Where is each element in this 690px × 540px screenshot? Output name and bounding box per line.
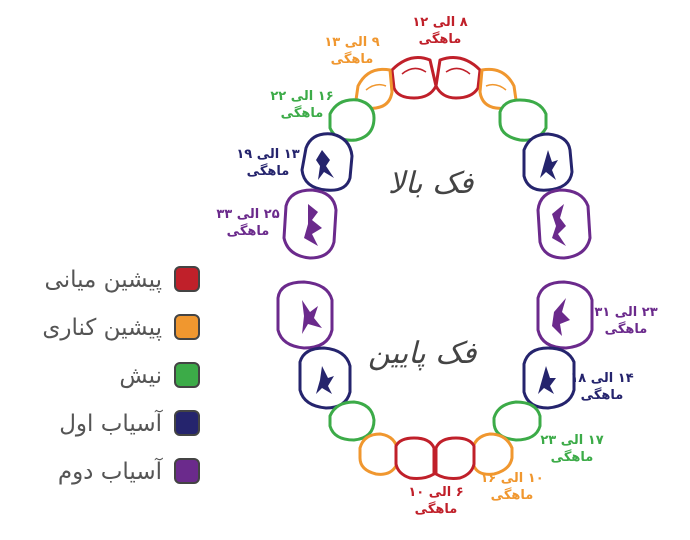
upper-jaw-label: فک بالا: [388, 166, 474, 201]
legend-item-first-molar: آسیاب اول: [20, 410, 200, 446]
age-unit: ماهگی: [580, 388, 624, 403]
lower-lateral-incisor-left: [358, 432, 400, 476]
age-range: ۲۳ الی ۳۱: [594, 305, 658, 320]
legend-label: نیش: [119, 363, 162, 389]
legend-label: پیشین کناری: [42, 315, 162, 341]
legend-swatch: [174, 266, 200, 292]
age-label-upper-canine: ۱۶ الی ۲۲ ماهگی: [270, 88, 334, 122]
age-range: ۱۳ الی ۱۹: [236, 147, 300, 162]
age-range: ۱۰ الی ۱۶: [480, 471, 544, 486]
age-unit: ماهگی: [414, 502, 458, 517]
age-range: ۸ الی ۱۲: [412, 15, 468, 30]
age-unit: ماهگی: [550, 450, 594, 465]
age-unit: ماهگی: [490, 488, 534, 503]
age-label-upper-lateral: ۹ الی ۱۳ ماهگی: [320, 34, 384, 68]
legend-item-lateral-incisor: پیشین کناری: [20, 314, 200, 350]
age-label-lower-central: ۶ الی ۱۰ ماهگی: [404, 484, 468, 518]
age-label-lower-lateral: ۱۰ الی ۱۶ ماهگی: [480, 470, 544, 504]
upper-central-incisor-right: [434, 56, 482, 100]
age-unit: ماهگی: [330, 52, 374, 67]
age-label-lower-canine: ۱۷ الی ۲۳ ماهگی: [540, 432, 604, 466]
age-range: ۱۷ الی ۲۳: [540, 433, 604, 448]
age-range: ۱۴ الی ۱۸: [570, 371, 634, 386]
age-range: ۶ الی ۱۰: [408, 485, 464, 500]
legend-swatch: [174, 410, 200, 436]
legend-item-canine: نیش: [20, 362, 200, 398]
legend-label: آسیاب دوم: [57, 459, 162, 485]
age-unit: ماهگی: [226, 224, 270, 239]
legend-item-central-incisor: پیشین میانی: [20, 266, 200, 302]
lower-canine-right: [492, 400, 542, 442]
legend-label: آسیاب اول: [59, 411, 162, 437]
legend-item-second-molar: آسیاب دوم: [20, 458, 200, 494]
legend-swatch: [174, 362, 200, 388]
lower-jaw-label: فک پایین: [368, 336, 477, 371]
age-label-upper-central: ۸ الی ۱۲ ماهگی: [408, 14, 472, 48]
lower-central-incisor-right: [434, 436, 476, 480]
age-unit: ماهگی: [280, 106, 324, 121]
legend-label: پیشین میانی: [44, 267, 162, 293]
age-unit: ماهگی: [604, 322, 648, 337]
age-label-lower-second-molar: ۲۳ الی ۳۱ ماهگی: [594, 304, 658, 338]
legend: پیشین میانی پیشین کناری نیش آسیاب اول آس…: [20, 266, 200, 496]
age-unit: ماهگی: [418, 32, 462, 47]
age-label-lower-first-molar: ۱۴ الی ۱۸ ماهگی: [570, 370, 634, 404]
upper-central-incisor-left: [390, 56, 438, 100]
lower-lateral-incisor-right: [470, 432, 514, 476]
age-label-upper-second-molar: ۲۵ الی ۳۳ ماهگی: [216, 206, 280, 240]
legend-swatch: [174, 314, 200, 340]
lower-canine-left: [328, 400, 376, 442]
age-range: ۲۵ الی ۳۳: [216, 207, 280, 222]
age-range: ۱۶ الی ۲۲: [270, 89, 334, 104]
age-label-upper-first-molar: ۱۳ الی ۱۹ ماهگی: [236, 146, 300, 180]
legend-swatch: [174, 458, 200, 484]
lower-central-incisor-left: [394, 436, 436, 480]
upper-canine-right: [498, 98, 548, 142]
age-range: ۹ الی ۱۳: [324, 35, 380, 50]
age-unit: ماهگی: [246, 164, 290, 179]
